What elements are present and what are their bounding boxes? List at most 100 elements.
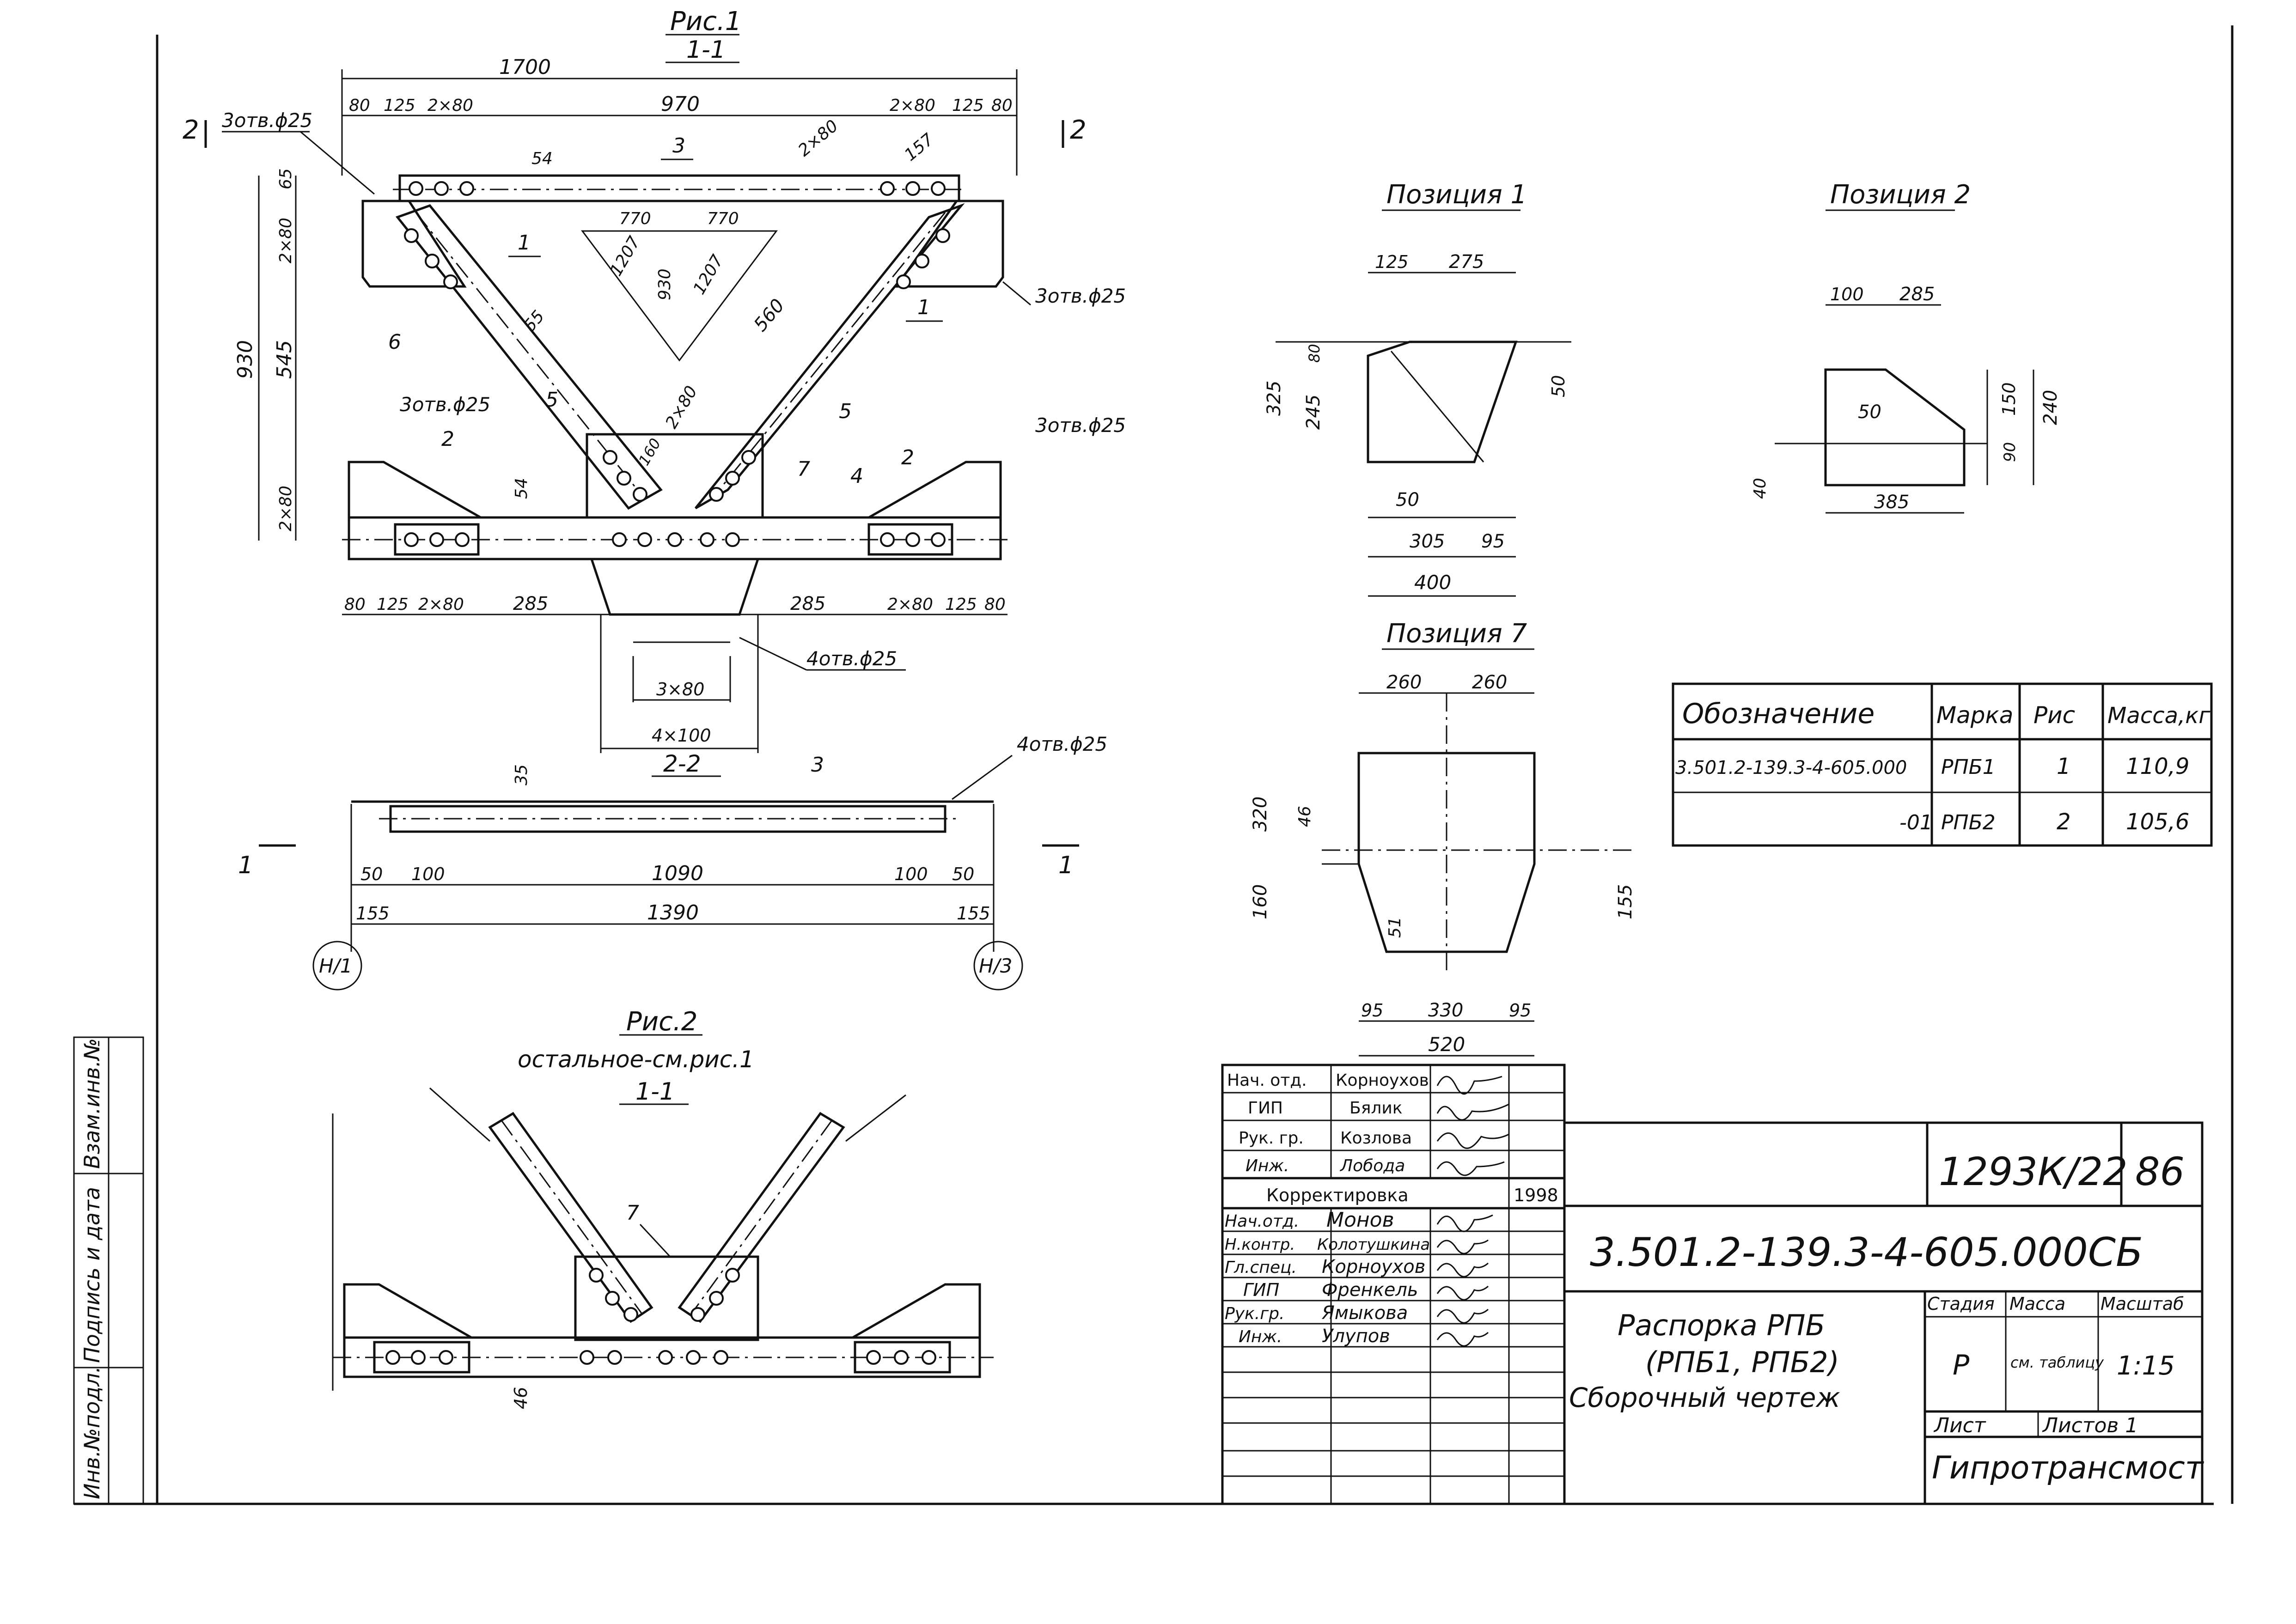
fig1-dim-4x100: 4×100 [652,725,711,746]
sec22-title: 2-2 [663,750,701,777]
fig1-dim-2x80-tl: 2×80 [427,96,473,115]
left-sidebar-stamp: Взам.инв.№ Подпись и дата Инв.№подл. [73,1036,144,1505]
pos7-dim-260a: 260 [1386,672,1422,693]
fig1-dim-2x80-br: 2×80 [887,595,933,614]
fig1-cut-right: 2 [1070,115,1087,145]
approval-block: Нач. отд. Корноухов ГИП Бялик Рук. гр. К… [1221,1064,1566,1210]
stamp-name-2: Колотушкина [1317,1235,1430,1254]
pos1-title: Позиция 1 [1386,180,1527,210]
pos7-dim-260b: 260 [1472,672,1507,693]
pos2-dim-90: 90 [2001,442,2019,462]
stamp-scale: 1:15 [2117,1351,2175,1381]
sec22-dim-155a: 155 [356,903,390,924]
pos7-dim-330: 330 [1428,1000,1463,1021]
fig1-holes-mr: 3отв.ϕ25 [1035,414,1126,437]
fig1-top-holes [409,181,946,196]
fig2: Рис.2 остальное-см.рис.1 1-1 7 46 [332,1007,994,1409]
spec-row2-designation: -01 [1899,811,1933,834]
fig1-dim-65: 65 [276,168,295,189]
approval-name-2: Бялик [1350,1099,1403,1118]
approval-role-2: ГИП [1248,1099,1283,1118]
pos1-dim-95: 95 [1481,531,1505,552]
fig1-tri-770-r: 770 [707,209,739,228]
fig1-dim-2x80-l: 2×80 [276,218,295,263]
pos2-dim-50: 50 [1858,401,1881,423]
sec22-dim-35: 35 [512,764,531,785]
spec-header-mass: Масса,кг [2107,703,2211,729]
pos2-detail: Позиция 2 100 285 50 150 90 240 40 385 [1751,180,2061,514]
stamp-org: Гипротрансмост [1932,1450,2204,1486]
approval-name-4: Лобода [1339,1156,1405,1175]
fig1-dim-970: 970 [661,92,700,116]
fig2-dim-46: 46 [511,1387,531,1409]
pos1-dim-125: 125 [1375,252,1409,272]
spec-header-mark: Марка [1936,702,2013,729]
sidebar-orig-inv: Инв.№подл. [79,1366,104,1499]
sec22-hole-label: 4отв.ϕ25 [1017,733,1107,755]
pos1-dim-80: 80 [1306,344,1323,363]
fig1-cut-left: 2 [183,115,199,145]
pos7-title: Позиция 7 [1386,619,1527,649]
spec-row1-mark: РПБ1 [1941,755,1996,779]
pos1-dim-325: 325 [1264,381,1285,416]
stamp-mass-header: Масса [2009,1294,2065,1314]
fig1-diag-holes [404,228,950,502]
sec22-cut-right: 1 [1058,852,1074,879]
fig1-dim-285-br: 285 [790,593,825,614]
stamp-role-4: ГИП [1243,1280,1279,1300]
sec22-axis-left: Н/1 [319,955,352,977]
sheet-frame [74,25,2234,1505]
sec22-dim-100a: 100 [411,864,445,884]
sec22-dim-1090: 1090 [652,862,703,885]
fig1-tri-1207-r: 1207 [690,252,727,298]
stamp-sheet-header: Лист [1933,1414,1986,1437]
stamp-role-5: Рук.гр. [1225,1304,1284,1323]
pos7-dim-155: 155 [1615,884,1636,919]
pos7-dim-320: 320 [1250,797,1271,832]
spec-row1-fig: 1 [2057,754,2071,779]
fig2-section: 1-1 [635,1078,675,1106]
spec-row2-mark: РПБ2 [1941,811,1996,834]
fig1-holes-tl: 3отв.ϕ25 [222,109,312,132]
spec-row2-mass: 105,6 [2126,809,2189,835]
title-stamp: Нач.отд. Монов Н.контр. Колотушкина Гл.с… [1221,1121,2204,1505]
approval-name-1: Корноухов [1336,1071,1429,1090]
fig1-tri-930: 930 [655,268,674,300]
fig1-dim-80-bl: 80 [344,595,366,614]
sec22-cut-left: 1 [238,852,253,879]
approval-role-1: Нач. отд. [1227,1071,1307,1090]
fig1-dim-80-tr: 80 [991,96,1013,115]
spec-row2-fig: 2 [2057,809,2071,835]
fig1-section: 1-1 [686,36,726,64]
fig1-dim-125-tl: 125 [384,96,415,115]
stamp-role-3: Гл.спец. [1225,1258,1297,1277]
pos7-dim-46: 46 [1295,806,1314,827]
stamp-role-1: Нач.отд. [1225,1212,1299,1231]
pos2-dim-40: 40 [1751,478,1770,499]
pos7-dim-51: 51 [1386,917,1404,938]
fig1-dim-125-br: 125 [945,595,977,614]
pos1-detail: Позиция 1 125 275 325 80 245 50 50 305 9… [1264,180,1571,597]
spec-row1-designation: 3.501.2-139.3-4-605.000 [1675,757,1907,779]
approval-role-4: Инж. [1246,1156,1289,1175]
fig1-title: Рис.1 [670,6,741,36]
fig1-pos-2b: 2 [901,446,914,469]
fig1-dim-1700: 1700 [499,55,551,79]
pos7-dim-95b: 95 [1509,1000,1531,1021]
spec-row1-mass: 110,9 [2126,754,2189,779]
fig2-pos-7: 7 [626,1201,639,1225]
pos2-dim-240: 240 [2040,390,2061,425]
fig1-tri-1207-l: 1207 [606,233,644,280]
pos1-dim-50b: 50 [1396,489,1419,511]
pos1-dim-50r: 50 [1548,375,1569,397]
pos7-dim-160: 160 [1250,884,1271,919]
stamp-name-3: Корноухов [1322,1256,1425,1277]
sec22-dim-50a: 50 [360,864,383,884]
fig1-dim-285-bl: 285 [513,593,548,614]
fig1-pos-7: 7 [797,457,810,481]
fig1-dim-2x80-tr: 2×80 [890,96,935,115]
fig1-dim-560: 560 [750,295,788,335]
approval-signatures [1436,1076,1509,1176]
stamp-sheets-header: Листов 1 [2042,1414,2138,1437]
